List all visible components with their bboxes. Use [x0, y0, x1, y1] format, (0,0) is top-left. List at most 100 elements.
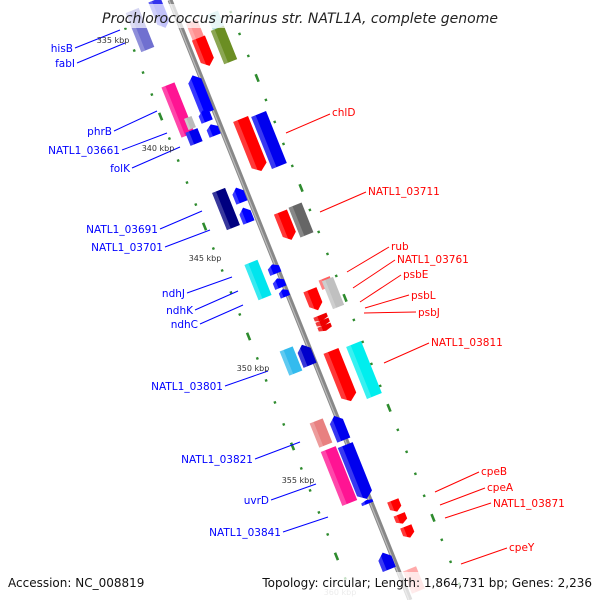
gene-label-hisB[interactable]: hisB: [51, 43, 73, 55]
gene-label-NATL1_03661[interactable]: NATL1_03661: [48, 145, 120, 157]
tick-mark: [298, 183, 304, 193]
gene-feature[interactable]: [205, 122, 221, 138]
tick-mark: [282, 422, 286, 427]
gene-feature[interactable]: [233, 116, 269, 174]
gene-feature[interactable]: [346, 341, 382, 399]
leader-line: [285, 113, 331, 134]
gene-feature[interactable]: [191, 35, 216, 68]
gene-feature[interactable]: [273, 209, 298, 242]
tick-mark: [245, 332, 252, 341]
gene-feature[interactable]: [230, 185, 248, 205]
gene-feature[interactable]: [184, 115, 196, 131]
tick-mark: [273, 120, 277, 124]
gene-feature[interactable]: [237, 205, 255, 225]
leader-line: [352, 259, 396, 289]
gene-feature[interactable]: [317, 322, 332, 334]
kbp-label: 340 kbp: [142, 144, 175, 153]
gene-arrow: [323, 347, 357, 402]
tick-mark: [308, 208, 312, 212]
gene-labels: hisBfabIphrBNATL1_03661folKNATL1_03691NA…: [48, 43, 565, 554]
gene-feature[interactable]: [244, 259, 272, 301]
gene-shade: [239, 208, 247, 225]
gene-label-ndhC[interactable]: ndhC: [171, 319, 198, 331]
gene-feature[interactable]: [185, 128, 203, 146]
gene-feature[interactable]: [376, 550, 396, 572]
gene-feature[interactable]: [210, 25, 238, 65]
gene-label-phrB[interactable]: phrB: [87, 126, 112, 138]
gene-feature[interactable]: [251, 111, 287, 169]
gene-label-NATL1_03691[interactable]: NATL1_03691: [86, 224, 158, 236]
gene-label-cpeY[interactable]: cpeY: [509, 542, 535, 554]
gene-feature[interactable]: [321, 276, 345, 310]
gene-label-NATL1_03761[interactable]: NATL1_03761: [397, 254, 469, 266]
gene-feature[interactable]: [400, 524, 416, 540]
gene-shade: [212, 191, 231, 231]
gene-shade: [303, 290, 316, 312]
gene-shade: [273, 213, 289, 241]
leader-line: [363, 311, 417, 314]
gene-shade: [191, 39, 207, 67]
gene-feature[interactable]: [313, 312, 328, 324]
genome-title: Prochlorococcus marinus str. NATL1A, com…: [102, 11, 498, 27]
gene-feature[interactable]: [337, 442, 374, 502]
gene-arrow: [267, 264, 282, 276]
tick-mark: [299, 466, 303, 471]
gene-feature[interactable]: [323, 347, 359, 404]
gene-arrow: [337, 442, 372, 499]
gene-label-NATL1_03711[interactable]: NATL1_03711: [368, 186, 440, 198]
gene-label-NATL1_03701[interactable]: NATL1_03701: [91, 242, 163, 254]
gene-feature[interactable]: [320, 446, 358, 506]
gene-feature[interactable]: [315, 317, 330, 329]
gene-feature[interactable]: [272, 276, 287, 290]
gene-feature[interactable]: [279, 346, 303, 376]
gene-feature[interactable]: [328, 413, 351, 443]
tick-mark: [326, 532, 330, 536]
gene-label-uvrD[interactable]: uvrD: [244, 495, 269, 507]
gene-shade: [232, 188, 240, 205]
gene-feature[interactable]: [303, 287, 324, 313]
gene-feature[interactable]: [309, 418, 333, 448]
gene-label-psbJ[interactable]: psbJ: [418, 307, 440, 319]
gene-arrow: [191, 35, 214, 66]
tick-mark: [325, 252, 330, 256]
gene-label-cpeB[interactable]: cpeB: [481, 466, 507, 478]
gene-shade: [210, 29, 229, 65]
gene-label-NATL1_03841[interactable]: NATL1_03841: [209, 527, 281, 539]
kbp-label: 345 kbp: [189, 254, 222, 263]
gene-label-rub[interactable]: rub: [391, 241, 409, 253]
gene-label-ndhJ[interactable]: ndhJ: [162, 288, 185, 300]
genome-backbone: [167, 0, 413, 600]
gene-label-NATL1_03871[interactable]: NATL1_03871: [493, 498, 565, 510]
gene-feature[interactable]: [288, 202, 314, 238]
gene-label-folK[interactable]: folK: [110, 163, 131, 175]
gene-feature[interactable]: [197, 108, 213, 124]
gene-feature[interactable]: [212, 187, 240, 231]
gene-label-ndhK[interactable]: ndhK: [166, 305, 194, 317]
gene-arrow: [272, 278, 287, 290]
gene-feature[interactable]: [361, 498, 374, 507]
tick-mark: [290, 164, 294, 168]
gene-shade: [393, 515, 401, 525]
gene-label-fabI[interactable]: fabI: [55, 58, 75, 70]
gene-feature[interactable]: [186, 73, 214, 116]
tick-mark: [361, 340, 365, 344]
gene-feature[interactable]: [267, 262, 282, 276]
gene-label-chlD[interactable]: chlD: [332, 107, 355, 119]
gene-label-NATL1_03821[interactable]: NATL1_03821: [181, 454, 253, 466]
gene-label-NATL1_03811[interactable]: NATL1_03811: [431, 337, 503, 349]
gene-feature[interactable]: [278, 287, 291, 299]
gene-label-NATL1_03801[interactable]: NATL1_03801: [151, 381, 223, 393]
gene-label-cpeA[interactable]: cpeA: [487, 482, 514, 494]
tick-mark: [237, 32, 242, 36]
tick-mark: [132, 49, 136, 53]
gene-label-psbL[interactable]: psbL: [411, 290, 436, 302]
leader-line: [439, 487, 486, 506]
tick-mark: [440, 538, 444, 542]
gene-label-psbE[interactable]: psbE: [403, 269, 428, 281]
gene-feature[interactable]: [295, 342, 317, 368]
gene-feature[interactable]: [387, 498, 403, 514]
gene-feature[interactable]: [393, 512, 409, 526]
accession-text: Accession: NC_008819: [8, 576, 144, 590]
gene-arrow: [288, 202, 314, 238]
tick-mark: [449, 560, 453, 564]
